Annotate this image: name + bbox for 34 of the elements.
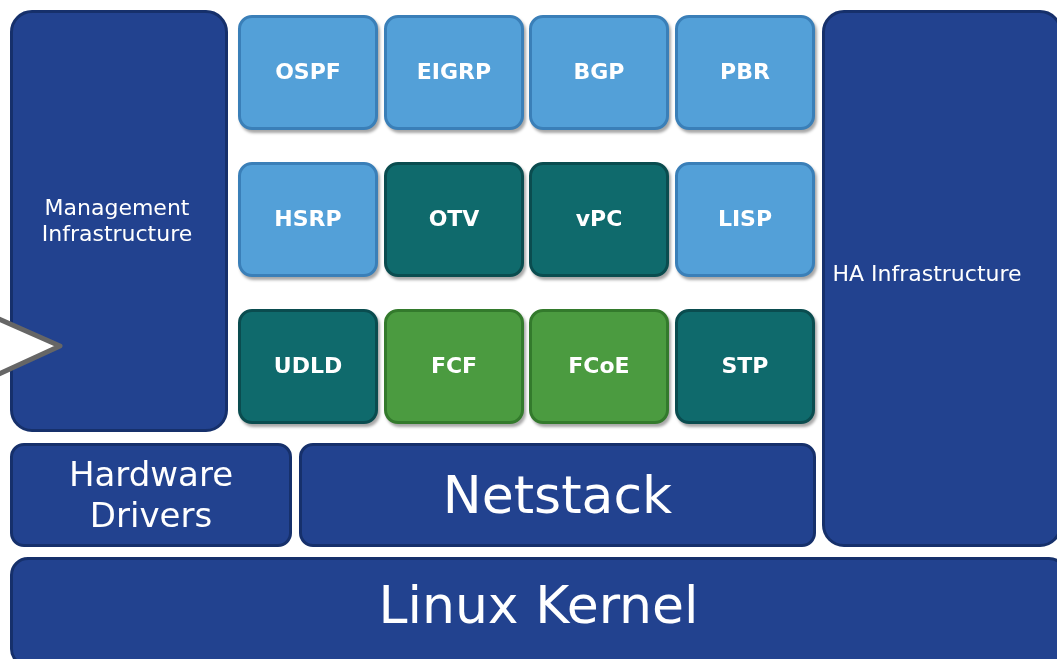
layer-box (10, 443, 292, 547)
box-label: FCF (430, 353, 478, 380)
box-label: Linux Kernel (378, 573, 699, 637)
layer-box (10, 10, 228, 432)
box-label: HSRP (274, 206, 342, 233)
box-label: Management Infrastructure (40, 194, 194, 248)
protocol-tile (238, 162, 378, 277)
box-label: Hardware Drivers (67, 454, 235, 536)
protocol-tile (384, 15, 524, 130)
protocol-tile (675, 15, 815, 130)
layer-box (10, 557, 1057, 659)
box-label: FCoE (568, 353, 630, 380)
box-label: UDLD (273, 353, 343, 380)
box-label: OSPF (275, 59, 341, 86)
protocol-tile (384, 162, 524, 277)
layer-box (299, 443, 816, 547)
protocol-tile (238, 309, 378, 424)
box-label: PBR (720, 59, 770, 86)
layer-box (822, 10, 1057, 547)
protocol-tile (529, 15, 669, 130)
protocol-tile (384, 309, 524, 424)
box-label: EIGRP (416, 59, 492, 86)
protocol-tile (529, 162, 669, 277)
protocol-tile (529, 309, 669, 424)
box-label: OTV (428, 206, 480, 233)
protocol-tile (675, 309, 815, 424)
protocol-tile (238, 15, 378, 130)
box-label: Netstack (442, 463, 673, 527)
box-label: vPC (575, 206, 623, 233)
protocol-tile (675, 162, 815, 277)
box-label: HA Infrastructure (832, 261, 1022, 288)
box-label: LISP (717, 206, 773, 233)
box-label: BGP (573, 59, 625, 86)
box-label: STP (721, 353, 769, 380)
